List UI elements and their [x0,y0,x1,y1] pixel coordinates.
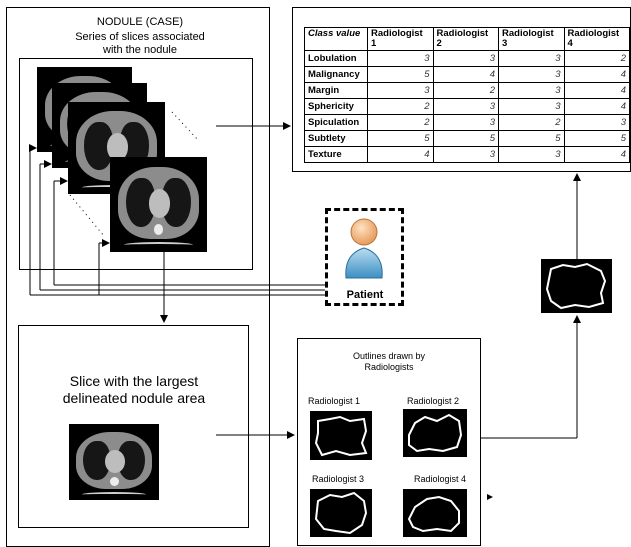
table-row: Sphericity 2 3 3 4 [304,98,630,115]
combined-outline-image [541,259,612,313]
radiologist-3-label: Radiologist 3 [312,474,365,484]
radiologist-4-label: Radiologist 4 [414,474,467,484]
outlines-title-line1: Outlines drawn by [352,351,426,361]
radiologist-2-outline [403,409,467,457]
patient-icon [345,218,383,279]
stack-dots-left [69,194,105,237]
header-text: Class value [308,28,361,39]
class-value-table: Class value Radiologist 1 Radiologist 2 … [304,27,630,163]
outlines-title-line2: Radiologists [364,362,414,372]
patient-label: Patient [346,289,384,301]
case-subtitle-line2: with the nodule [103,44,177,56]
table-row: Spiculation 2 3 2 3 [304,114,630,131]
ct-slice-4 [110,157,207,252]
case-subtitle-line1: Series of slices associated [75,31,205,43]
ct-slice-largest [69,424,159,500]
table-row: Texture 4 3 3 4 [304,146,630,163]
radiologist-4-outline [403,489,467,537]
table-header-radiologist-4: Radiologist 4 [563,27,630,51]
table-row: Lobulation 3 3 3 2 [304,50,630,67]
table-row: Malignancy 5 4 3 4 [304,66,630,83]
outline-shape [407,495,460,533]
row-name: Texture [304,146,368,163]
small-arrowhead [487,494,493,500]
table-row: Margin 3 2 3 4 [304,82,630,99]
table-row: Subtlety 5 5 5 5 [304,130,630,147]
slice-title-line1: Slice with the largest [69,373,199,389]
table-header-row: Class value Radiologist 1 Radiologist 2 … [304,27,630,51]
case-title: NODULE (CASE) [96,16,184,28]
table-header-radiologist-2: Radiologist 2 [432,27,499,51]
table-header-radiologist-3: Radiologist 3 [498,27,565,51]
outline-shape [314,415,368,457]
combined-outline-shape [545,262,607,310]
radiologist-3-outline [310,489,372,537]
stack-dots-right [171,111,199,141]
outline-shape [408,413,463,453]
cell-value: 4 [563,146,630,163]
radiologist-1-label: Radiologist 1 [308,396,361,406]
outline-shape [314,491,368,535]
radiologist-2-label: Radiologist 2 [407,396,460,406]
radiologist-1-outline [310,411,372,460]
slice-title-line2: delineated nodule area [62,390,206,406]
